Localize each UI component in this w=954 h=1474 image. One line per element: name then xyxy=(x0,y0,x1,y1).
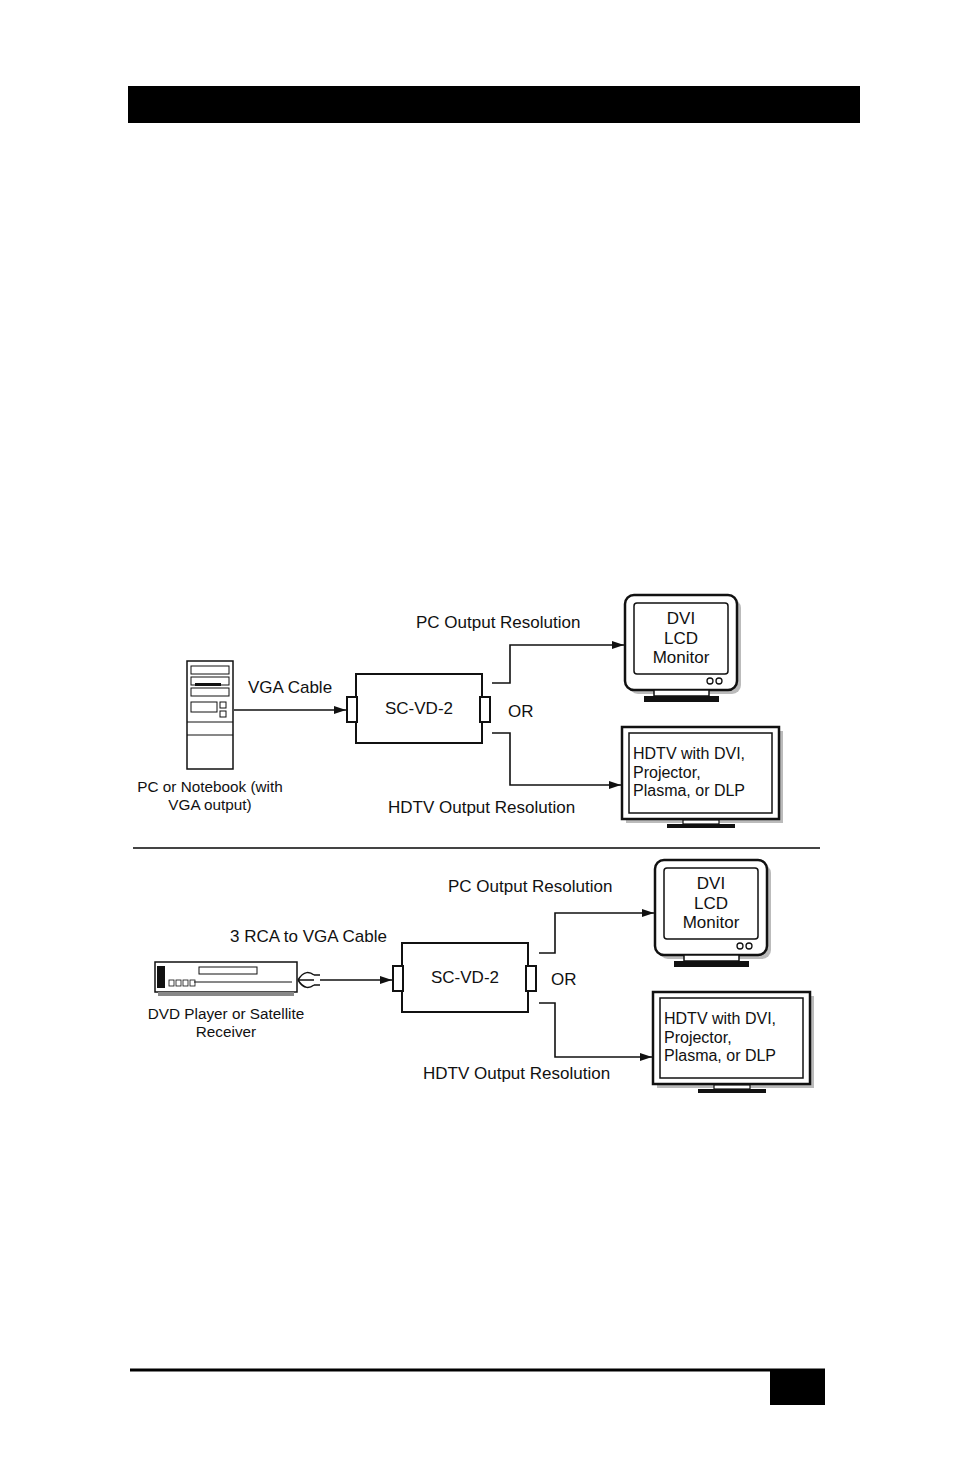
monitor-button xyxy=(707,678,713,684)
tv-frame xyxy=(622,727,779,819)
signal-arrow xyxy=(492,645,624,683)
divider-line xyxy=(133,847,820,849)
edge-label: VGA Cable xyxy=(246,678,334,698)
computer-node: PC or Notebook (with VGA output) xyxy=(186,660,234,770)
player-node: DVD Player or Satellite Receiver xyxy=(154,960,320,997)
pc-button xyxy=(220,702,226,708)
display-node: HDTV with DVI, Projector, Plasma, or DLP xyxy=(652,991,811,1093)
tv-shadow xyxy=(626,731,783,823)
monitor-button xyxy=(746,943,752,949)
page-number-box xyxy=(770,1370,825,1405)
rca-prong xyxy=(314,984,320,986)
drive-bay xyxy=(191,677,229,685)
signal-arrow xyxy=(234,709,346,711)
drive-bay xyxy=(191,688,229,696)
monitor-base xyxy=(674,961,749,967)
screen-text: HDTV with DVI, Projector, Plasma, or DLP xyxy=(664,1010,789,1065)
dvd-panel xyxy=(157,966,165,988)
input-port xyxy=(347,697,357,722)
signal-arrow xyxy=(320,979,392,981)
rca-plug xyxy=(298,973,314,988)
device-caption: DVD Player or Satellite Receiver xyxy=(146,1005,306,1040)
monitor-node: DVI LCD Monitor xyxy=(654,859,769,969)
tv-shadow xyxy=(657,996,814,1088)
dvd-player xyxy=(155,962,297,992)
pc-panel-line xyxy=(187,722,233,723)
signal-arrow xyxy=(492,733,621,785)
dvd-base xyxy=(158,992,294,996)
drive-bay xyxy=(191,666,229,674)
disc-tray xyxy=(199,967,257,974)
display-node: HDTV with DVI, Projector, Plasma, or DLP xyxy=(621,726,780,828)
edge-label: PC Output Resolution xyxy=(446,877,614,897)
dvd-button xyxy=(190,980,195,986)
tv-screen xyxy=(660,998,803,1078)
pc-button xyxy=(220,711,226,717)
node-outline xyxy=(154,960,320,997)
header-bar xyxy=(128,86,860,123)
choice-label: OR xyxy=(506,702,536,722)
screen-text: HDTV with DVI, Projector, Plasma, or DLP xyxy=(633,745,758,800)
edge-label: PC Output Resolution xyxy=(414,613,582,633)
text-holder: SC-VD-2 xyxy=(402,942,528,1013)
dvd-panel-line xyxy=(194,982,292,983)
output-port xyxy=(526,966,536,991)
dvd-button xyxy=(169,980,174,986)
text-holder: DVD Player or Satellite Receiver xyxy=(146,1005,306,1040)
footer-line xyxy=(130,1369,825,1372)
monitor-stand xyxy=(654,690,709,696)
text-holder: HDTV with DVI, Projector, Plasma, or DLP xyxy=(633,734,769,812)
pc-panel-line xyxy=(187,735,233,736)
output-port xyxy=(480,697,490,722)
monitor-button xyxy=(716,678,722,684)
tv-stand xyxy=(714,1085,750,1089)
tv-stand xyxy=(683,820,719,824)
device-name: SC-VD-2 xyxy=(431,968,499,988)
monitor-screen xyxy=(664,868,758,939)
monitor-bezel xyxy=(625,595,737,690)
device-name: SC-VD-2 xyxy=(385,699,453,719)
monitor-node: DVI LCD Monitor xyxy=(624,594,739,704)
tv-frame xyxy=(653,992,810,1084)
monitor-button xyxy=(737,943,743,949)
text-holder: DVI LCD Monitor xyxy=(634,603,728,674)
monitor-bezel xyxy=(655,860,767,955)
signal-arrow xyxy=(539,913,654,953)
signal-arrow xyxy=(539,1003,652,1057)
node-outline xyxy=(186,660,234,770)
dvd-button xyxy=(183,980,188,986)
converter-box: SC-VD-2 xyxy=(346,673,492,744)
tv-screen xyxy=(629,733,772,813)
drive-bay xyxy=(191,702,217,712)
device-caption: PC or Notebook (with VGA output) xyxy=(135,778,285,813)
screen-text: DVI LCD Monitor xyxy=(653,609,710,668)
monitor-screen xyxy=(634,603,728,674)
screen-text: DVI LCD Monitor xyxy=(683,874,740,933)
tv-base xyxy=(698,1089,766,1093)
converter-box xyxy=(356,674,482,743)
edge-label: 3 RCA to VGA Cable xyxy=(228,927,389,947)
text-holder: SC-VD-2 xyxy=(356,673,482,744)
choice-label: OR xyxy=(549,970,579,990)
text-holder: HDTV with DVI, Projector, Plasma, or DLP xyxy=(664,999,800,1077)
text-holder: DVI LCD Monitor xyxy=(664,868,758,939)
text-holder: PC or Notebook (with VGA output) xyxy=(135,778,285,813)
converter-box xyxy=(402,943,528,1012)
monitor-base xyxy=(644,696,719,702)
rca-prong xyxy=(314,974,320,976)
tv-base xyxy=(667,824,735,828)
drive-slot xyxy=(195,683,221,686)
edge-label: HDTV Output Resolution xyxy=(386,798,577,818)
dvd-button xyxy=(176,980,181,986)
pc-tower xyxy=(187,661,233,769)
input-port xyxy=(393,966,403,991)
edge-label: HDTV Output Resolution xyxy=(421,1064,612,1084)
converter-box: SC-VD-2 xyxy=(392,942,539,1013)
monitor-stand xyxy=(684,955,739,961)
